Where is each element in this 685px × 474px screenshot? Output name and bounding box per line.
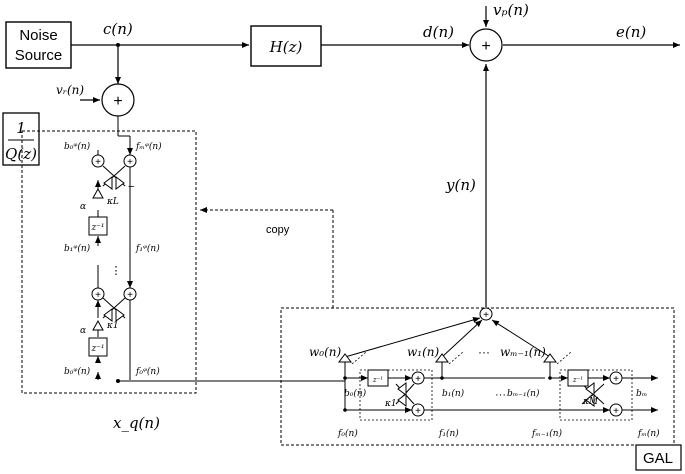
- f0q-bottom-label: f₀ᵠ(n): [135, 366, 160, 377]
- gal-z-inv-first: z⁻¹: [372, 376, 383, 384]
- minus-sign: −: [128, 181, 134, 193]
- weight-w1-label: w₁(n): [407, 345, 439, 359]
- gal-label-box: [635, 444, 682, 471]
- gal-z-inv-last: z⁻¹: [572, 376, 583, 384]
- svg-text:+: +: [613, 374, 619, 385]
- reference-summing-junction: +: [101, 83, 135, 117]
- gal-kappa1-label: κ1: [384, 399, 397, 409]
- svg-text:+: +: [95, 290, 101, 301]
- z-inv-delay-bottom: z⁻¹: [90, 344, 104, 354]
- gal-boundary: [280, 307, 675, 446]
- b1q-label: b₁ᵠ(n): [64, 243, 91, 254]
- weight-ellipsis: ···: [478, 345, 490, 359]
- gal-label: GAL: [643, 450, 673, 467]
- main-signal-path: [71, 6, 680, 307]
- weight-w0-label: w₀(n): [309, 345, 341, 359]
- signal-vp-label: vₚ(n): [493, 1, 529, 19]
- inverse-q-label-box: 1 Q(z): [2, 112, 40, 166]
- copy-arrow: [200, 207, 334, 308]
- signal-c-label: c(n): [103, 20, 133, 38]
- branch-junction-dot: [116, 43, 120, 47]
- weight-wM1-label: wₘ₋₁(n): [500, 345, 546, 359]
- svg-text:+: +: [113, 93, 122, 110]
- svg-text:+: +: [95, 157, 101, 168]
- gal-weight-summer: +: [479, 307, 493, 321]
- signal-y-label: y(n): [445, 176, 476, 194]
- svg-text:+: +: [415, 374, 421, 385]
- noise-source-label-line1: Noise: [19, 27, 57, 44]
- svg-text:+: +: [127, 157, 133, 168]
- signal-vr-label: vᵣ(n): [56, 83, 84, 97]
- b0q-bottom-label: b₀ᵠ(n): [64, 366, 91, 377]
- copy-label: copy: [266, 224, 290, 236]
- kappa-L-label: κL: [106, 197, 119, 207]
- alpha-top-label: α: [80, 202, 86, 212]
- gal-fM1-label: fₘ₋₁(n): [531, 428, 563, 439]
- gal-f0-label: f₀(n): [337, 428, 358, 439]
- inverse-lattice-filter-boundary: [21, 130, 197, 394]
- gal-b0-label: b₀(n): [344, 388, 367, 399]
- inverse-lattice-ellipsis: ⋮: [111, 265, 122, 277]
- f1q-label: f₁ᵠ(n): [135, 243, 160, 254]
- noise-source-block: Noise Source: [5, 21, 72, 69]
- gal-kappaM-label: κM: [582, 397, 599, 407]
- output-summing-junction: +: [469, 28, 503, 62]
- gal-dashed-boundaries: [359, 369, 633, 421]
- gal-bM-label: bₘ: [636, 389, 647, 399]
- gal-weight-dashes: [351, 351, 572, 365]
- kappa-1-label: κ1: [106, 321, 119, 331]
- h-of-z-block: H(z): [250, 25, 322, 67]
- svg-text:+: +: [481, 38, 490, 55]
- b0q-top-label: b₀ᵠ(n): [64, 141, 91, 152]
- gal-f1-label: f₁(n): [438, 428, 459, 439]
- inverse-q-denominator: Q(z): [5, 145, 37, 163]
- signal-d-label: d(n): [423, 23, 454, 41]
- inverse-q-numerator: 1: [16, 119, 26, 137]
- svg-text:+: +: [127, 290, 133, 301]
- gal-nodes: + + + +: [338, 353, 623, 417]
- noise-source-label-line2: Source: [15, 47, 63, 64]
- signal-e-label: e(n): [616, 23, 646, 41]
- h-of-z-label: H(z): [269, 38, 303, 56]
- gal-fM-label: fₘ(n): [637, 428, 660, 439]
- gal-stage-ellipsis: ···: [495, 389, 506, 401]
- xq-junction-dot: [116, 379, 120, 383]
- gal-b1-label: b₁(n): [442, 388, 465, 399]
- signal-xq-label: x_q(n): [113, 414, 160, 432]
- alpha-bottom-label: α: [80, 326, 86, 336]
- svg-text:+: +: [415, 406, 421, 417]
- svg-text:+: +: [483, 310, 489, 321]
- inverse-lattice-nodes: + + + +: [88, 154, 137, 357]
- z-inv-delay-top: z⁻¹: [90, 223, 104, 233]
- fMq-top-label: fₘᵠ(n): [135, 141, 162, 152]
- gal-bM1-label: bₘ₋₁(n): [507, 388, 540, 399]
- svg-text:+: +: [613, 406, 619, 417]
